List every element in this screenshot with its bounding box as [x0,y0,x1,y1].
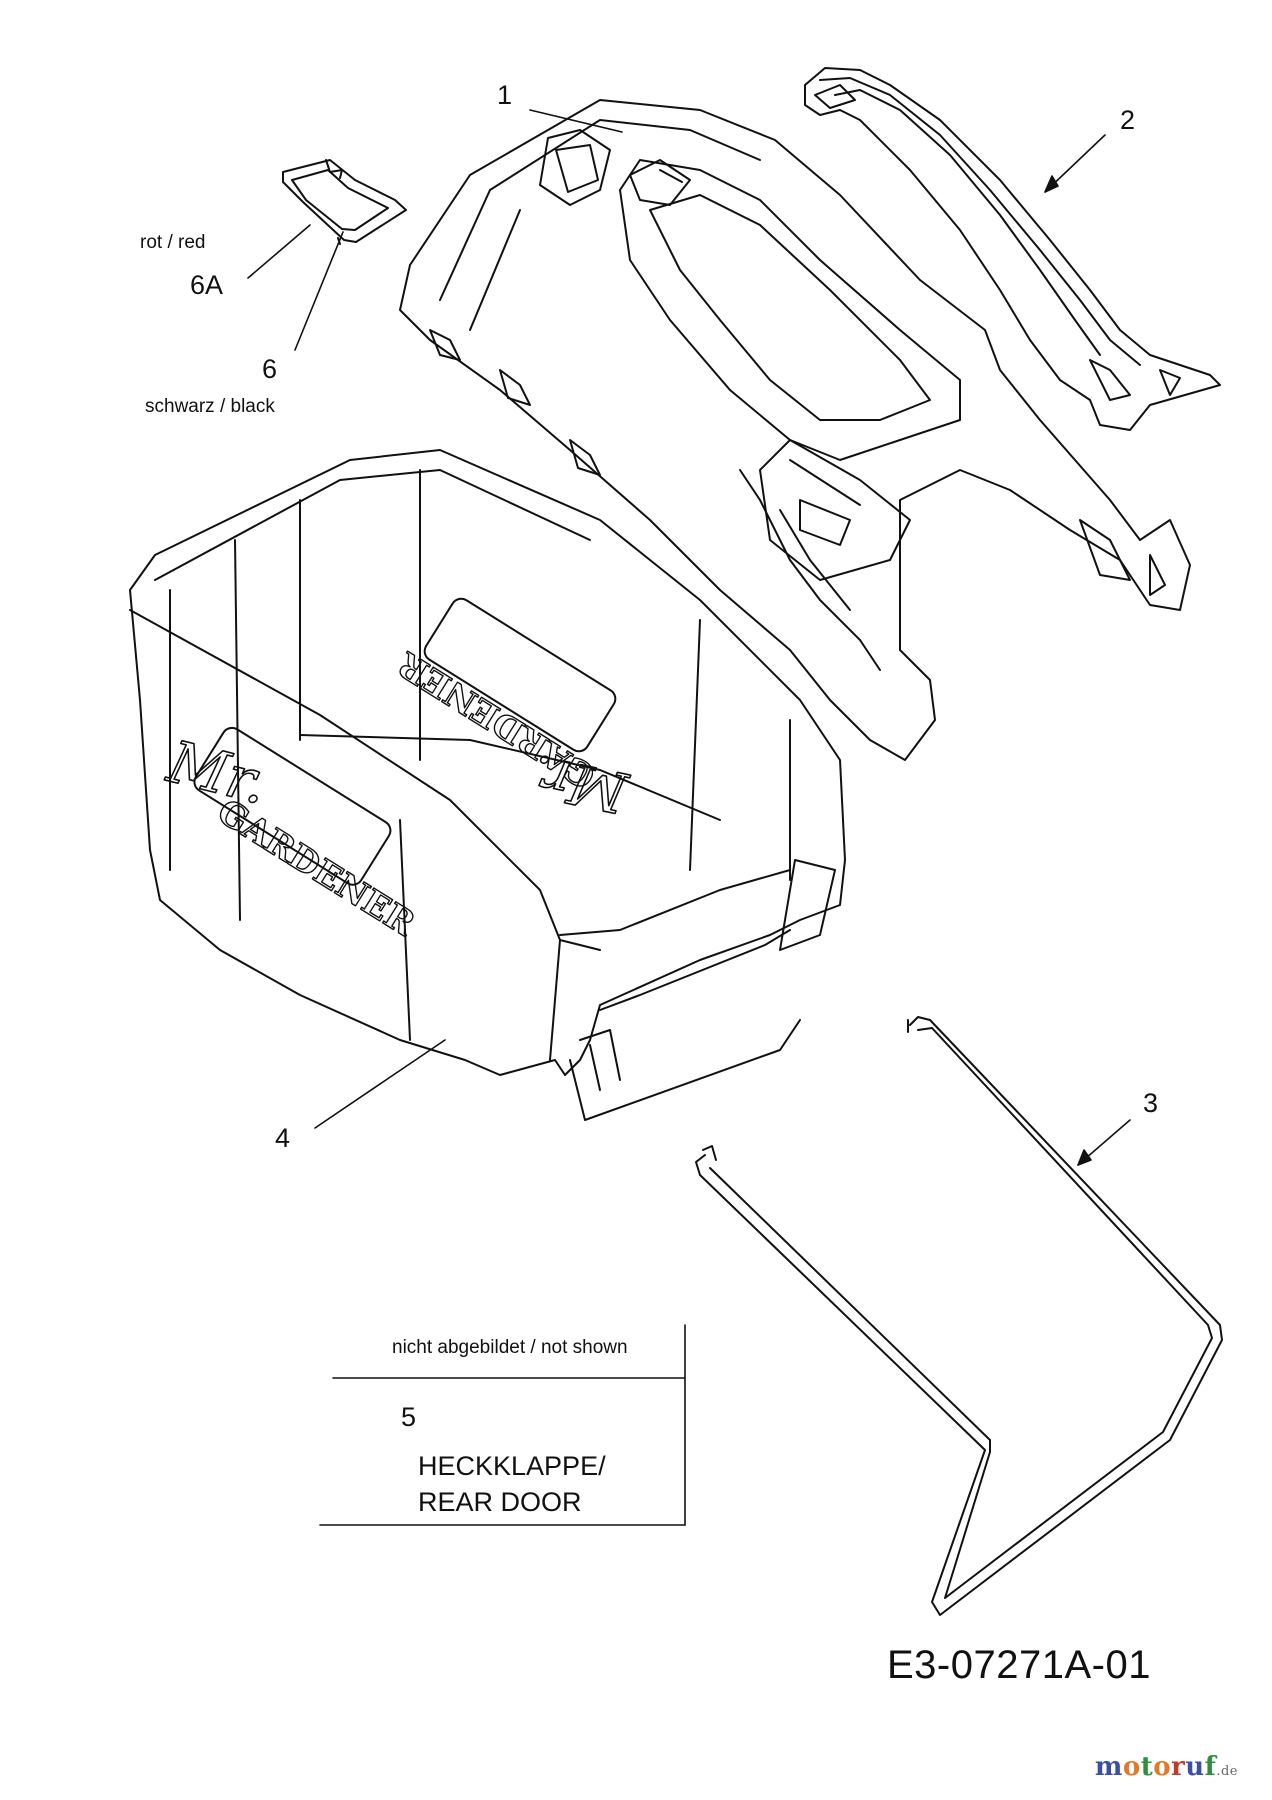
svg-text:Mr.: Mr. [526,741,634,825]
leader-lines [247,109,1131,1166]
catcher-lid-part [399,99,1191,761]
not-shown-line1: HECKKLAPPE/ [418,1451,606,1481]
callout-6: 6 [262,354,278,384]
grass-bag-part [129,449,846,1121]
watermark-letter: f [1204,1752,1217,1782]
watermark-letter: m [1094,1752,1123,1782]
callout-3: 3 [1143,1088,1159,1118]
wire-frame-part [695,1016,1223,1616]
callout-4: 4 [275,1123,291,1153]
not-shown-box-lines [319,1324,686,1526]
callout-1: 1 [497,80,513,110]
not-shown-line2: REAR DOOR [418,1487,582,1517]
watermark-letter: u [1185,1752,1205,1782]
svg-text:GARDENER: GARDENER [210,792,422,945]
color-note-red: rot / red [140,232,206,253]
color-note-black: schwarz / black [145,396,275,417]
watermark-suffix: .de [1216,1764,1238,1779]
callout-6a: 6A [190,270,224,300]
drawing-code: E3-07271A-01 [887,1643,1151,1687]
watermark-letter: r [1171,1752,1186,1782]
brand-logo-rear: GARDENER Mr. [390,597,635,826]
watermark-logo: motoruf.de [1095,1752,1238,1782]
not-shown-number: 5 [401,1402,417,1432]
watermark-letter: t [1140,1752,1154,1782]
indicator-plate-part [282,159,407,245]
watermark-letter: o [1122,1752,1141,1782]
not-shown-header: nicht abgebildet / not shown [392,1337,628,1358]
callout-2: 2 [1120,105,1136,135]
watermark-letter: o [1153,1752,1172,1782]
carry-handle-part [804,67,1221,431]
